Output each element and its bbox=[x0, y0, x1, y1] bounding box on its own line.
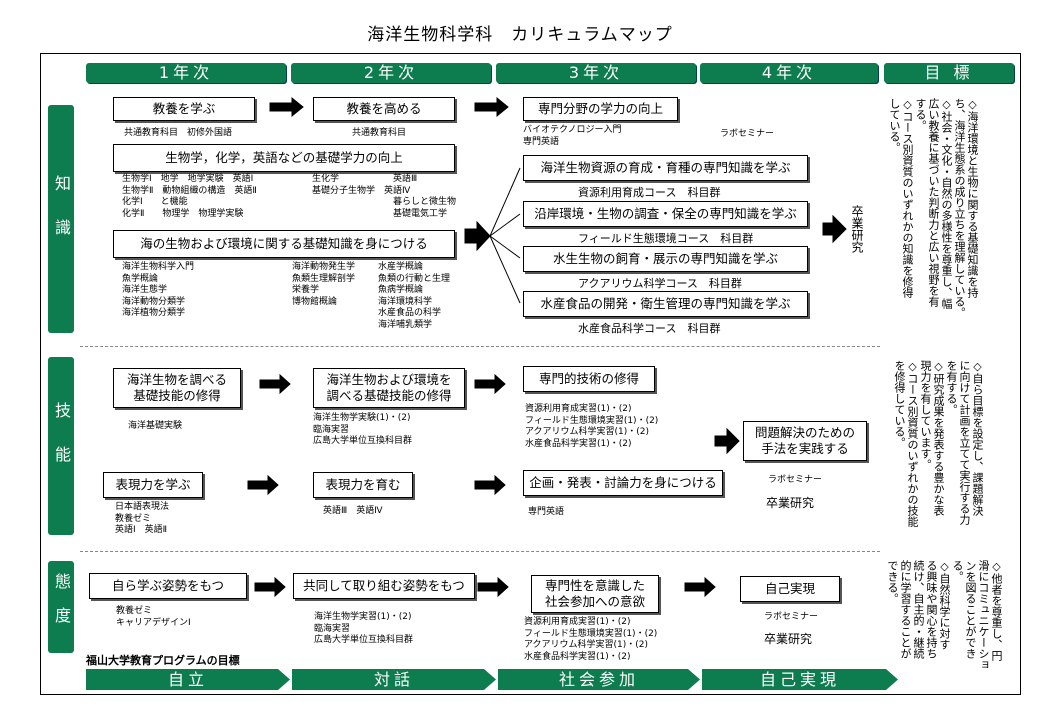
skills-expression-box-3: 企画・発表・討論力を身につける bbox=[523, 470, 723, 496]
knowledge-box-2-courses: 共通教育科目 bbox=[352, 128, 407, 138]
side-knowledge: 知識 bbox=[48, 105, 74, 333]
skills-box-2: 海洋生物および環境を 調べる基礎技能の修得 bbox=[313, 368, 465, 408]
skills-box-3-courses: 資源利用育成実習(1)・(2)フィールド生態環境実習(1)・(2)アクアリウム科… bbox=[525, 404, 659, 449]
stage-self-realization: 自己実現 bbox=[702, 669, 898, 690]
arrow-icon bbox=[822, 214, 847, 244]
side-skills: 技能 bbox=[48, 357, 74, 535]
knowledge-box-4: 生物学，化学，英語などの基礎学力の向上 bbox=[113, 144, 455, 172]
course-box-resources: 海洋生物資源の育成・育種の専門知識を学ぶ bbox=[523, 155, 808, 181]
header-year2: 2年次 bbox=[291, 63, 491, 83]
attitude-graduation-research: 卒業研究 bbox=[764, 632, 813, 646]
arrow-icon bbox=[254, 576, 286, 598]
knowledge-box-5: 海の生物および環境に関する基礎知識を身につける bbox=[113, 230, 455, 258]
goals-attitude: ◇他者を尊重し、円滑にコミュニケーションを図ることができる。◇自然科学に対する興… bbox=[886, 560, 1003, 670]
skills-expression-box-1-courses: 日本語表現法教養ゼミ英語Ⅰ 英語Ⅱ bbox=[115, 502, 170, 535]
arrow-icon bbox=[474, 373, 506, 395]
separator bbox=[80, 551, 880, 552]
attitude-box-3-courses: 資源利用育成実習(1)・(2)フィールド生態環境実習(1)・(2)アクアリウム科… bbox=[524, 617, 658, 662]
arrow-icon bbox=[269, 96, 304, 118]
arrow-icon bbox=[684, 576, 716, 598]
course-box-aquarium: 水生生物の飼育・展示の専門知識を学ぶ bbox=[523, 246, 808, 272]
knowledge-box-5-courses-b: 海洋動物発生学魚類生理解剖学栄養学博物館概論 bbox=[292, 262, 356, 307]
attitude-box-2-courses: 海洋生物学実習(1)・(2)臨海実習広島大学単位互換科目群 bbox=[314, 612, 414, 645]
arrow-icon bbox=[714, 427, 740, 455]
branch-line bbox=[489, 213, 521, 237]
arrow-icon bbox=[474, 474, 506, 496]
skills-box-2-courses: 海洋生物学実験(1)・(2)臨海実習広島大学単位互換科目群 bbox=[313, 413, 413, 446]
map-frame bbox=[40, 53, 1021, 695]
attitude-box-3: 専門性を意識した 社会参加への意欲 bbox=[531, 575, 659, 613]
knowledge-box-3-courses: バイオテクノロジー入門専門英語 bbox=[523, 125, 622, 147]
knowledge-box-3: 専門分野の学力の向上 bbox=[523, 97, 678, 121]
stage-social-participation: 社会参加 bbox=[498, 669, 700, 690]
knowledge-box-2: 教養を高める bbox=[313, 97, 455, 121]
attitude-lab-seminar: ラボセミナー bbox=[764, 612, 819, 622]
attitude-box-1-courses: 教養ゼミキャリアデザインⅠ bbox=[116, 606, 191, 628]
branch-line bbox=[489, 167, 521, 237]
knowledge-graduation-research: 卒業研究 bbox=[850, 205, 864, 253]
stage-independence: 自立 bbox=[86, 669, 290, 690]
goals-skills: ◇自ら目標を設定し、課題解決に向けて計画を立てて実行する力を有する。◇研究成果を… bbox=[893, 360, 984, 527]
skills-expression-box-3-courses: 専門英語 bbox=[528, 507, 565, 517]
branch-line bbox=[489, 235, 521, 259]
course-box-aquarium-group: アクアリウム科学コース 科目群 bbox=[578, 277, 742, 290]
skills-lab-seminar: ラボセミナー bbox=[768, 475, 823, 485]
attitude-box-4: 自己実現 bbox=[740, 576, 840, 602]
skills-expression-box-2-courses: 英語Ⅲ 英語Ⅳ bbox=[323, 506, 383, 516]
knowledge-box-1-courses: 共通教育科目 初修外国語 bbox=[124, 128, 233, 138]
arrow-icon bbox=[464, 220, 491, 252]
knowledge-box-5-courses-c: 水産学概論魚類の行動と生理魚病学概論海洋環境科学水産食品の科学海洋哺乳類学 bbox=[378, 262, 451, 330]
skills-box-4: 問題解決のための 手法を実践する bbox=[743, 421, 867, 461]
skills-expression-box-1: 表現力を学ぶ bbox=[103, 472, 203, 498]
course-box-field: 沿岸環境・生物の調査・保全の専門知識を学ぶ bbox=[523, 201, 808, 227]
knowledge-lab-seminar: ラボセミナー bbox=[720, 129, 775, 139]
skills-box-3: 専門的技術の修得 bbox=[523, 366, 655, 392]
side-attitude: 態度 bbox=[48, 561, 74, 653]
header-year3: 3年次 bbox=[496, 63, 696, 83]
course-box-food: 水産食品の開発・衛生管理の専門知識を学ぶ bbox=[523, 291, 808, 317]
header-year1: 1年次 bbox=[86, 63, 286, 83]
arrow-icon bbox=[474, 96, 509, 118]
knowledge-box-5-courses-a: 海洋生物科学入門魚学概論海洋生態学海洋動物分類学海洋植物分類学 bbox=[122, 262, 195, 318]
page-title: 海洋生物科学科 カリキュラムマップ bbox=[367, 25, 673, 45]
skills-box-1-courses: 海洋基礎実験 bbox=[128, 421, 183, 431]
goals-knowledge: ◇海洋環境と生物に関する基礎知識を持ち、海洋生態系の成り立ちを理解している。◇社… bbox=[888, 98, 979, 318]
arrow-icon bbox=[247, 474, 279, 496]
course-box-field-group: フィールド生態環境コース 科目群 bbox=[578, 232, 754, 245]
skills-expression-box-2: 表現力を育む bbox=[313, 472, 413, 498]
skills-graduation-research: 卒業研究 bbox=[766, 496, 815, 510]
arrow-icon bbox=[477, 576, 509, 598]
arrow-icon bbox=[259, 373, 291, 395]
course-box-resources-group: 資源利用育成コース 科目群 bbox=[578, 186, 721, 199]
stage-dialogue: 対話 bbox=[292, 669, 496, 690]
program-goal-label: 福山大学教育プログラムの目標 bbox=[86, 654, 240, 667]
branch-line bbox=[489, 235, 521, 304]
attitude-box-2: 共同して取り組む姿勢をもつ bbox=[293, 573, 475, 599]
header-goals: 目 標 bbox=[884, 63, 1014, 83]
skills-box-1: 海洋生物を調べる 基礎技能の修得 bbox=[113, 368, 241, 408]
attitude-box-1: 自ら学ぶ姿勢をもつ bbox=[89, 573, 247, 599]
separator bbox=[80, 346, 880, 347]
course-box-food-group: 水産食品科学コース 科目群 bbox=[578, 322, 721, 335]
header-year4: 4年次 bbox=[700, 63, 878, 83]
knowledge-box-1: 教養を学ぶ bbox=[113, 97, 255, 121]
